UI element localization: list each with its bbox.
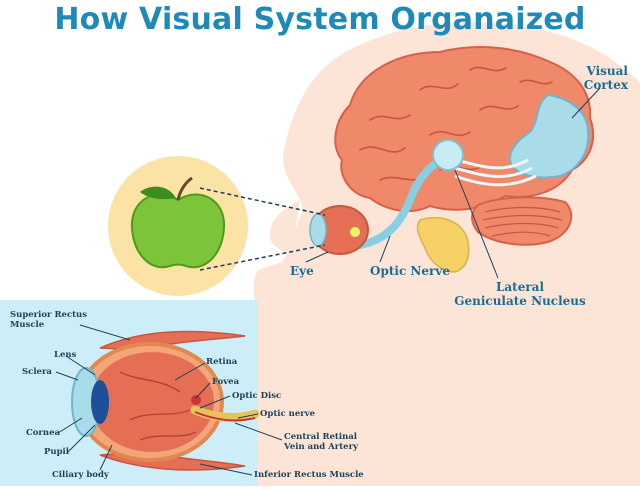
- brainstem: [416, 216, 470, 273]
- apple-body: [130, 193, 226, 269]
- label-lateral-geniculate-nucleus: Lateral Geniculate Nucleus: [454, 280, 586, 308]
- apple-stem: [176, 176, 193, 201]
- label-sclera: Sclera: [22, 367, 52, 377]
- label-fovea: Fovea: [212, 377, 240, 387]
- central-retinal-vessels: [194, 411, 256, 422]
- label-optic-disc: Optic Disc: [232, 391, 282, 401]
- face-profile: [255, 200, 300, 486]
- leader-lines: [55, 87, 601, 476]
- label-central-retinal: Central Retinal Vein and Artery: [284, 432, 359, 452]
- label-eye: Eye: [290, 264, 314, 278]
- label-optic-nerve-detail: Optic nerve: [260, 409, 316, 419]
- label-inferior-rectus: Inferior Rectus Muscle: [254, 470, 364, 480]
- retinal-vessels: [119, 371, 197, 441]
- label-pupil: Pupil: [44, 447, 69, 457]
- label-superior-rectus: Superior Rectus Muscle: [10, 310, 88, 330]
- label-retina: Retina: [206, 357, 238, 367]
- label-lens: Lens: [54, 350, 77, 360]
- page-title: How Visual System Organaized: [54, 2, 586, 37]
- apple-leaf: [140, 186, 176, 200]
- lateral-geniculate-nucleus: [432, 139, 464, 171]
- retina-layer: [90, 352, 214, 452]
- optic-nerve-path: [356, 154, 449, 249]
- cerebellum-lines: [482, 206, 563, 237]
- label-optic-nerve: Optic Nerve: [370, 264, 450, 278]
- sight-lines: [199, 187, 326, 271]
- lens: [91, 380, 109, 424]
- fovea: [191, 395, 201, 405]
- cerebellum: [471, 196, 573, 246]
- eye-small-fovea: [350, 227, 360, 237]
- eye-small-cornea: [309, 213, 327, 247]
- label-ciliary-body: Ciliary body: [52, 470, 109, 480]
- label-cornea: Cornea: [26, 428, 61, 438]
- label-visual-cortex: Visual Cortex: [583, 64, 628, 92]
